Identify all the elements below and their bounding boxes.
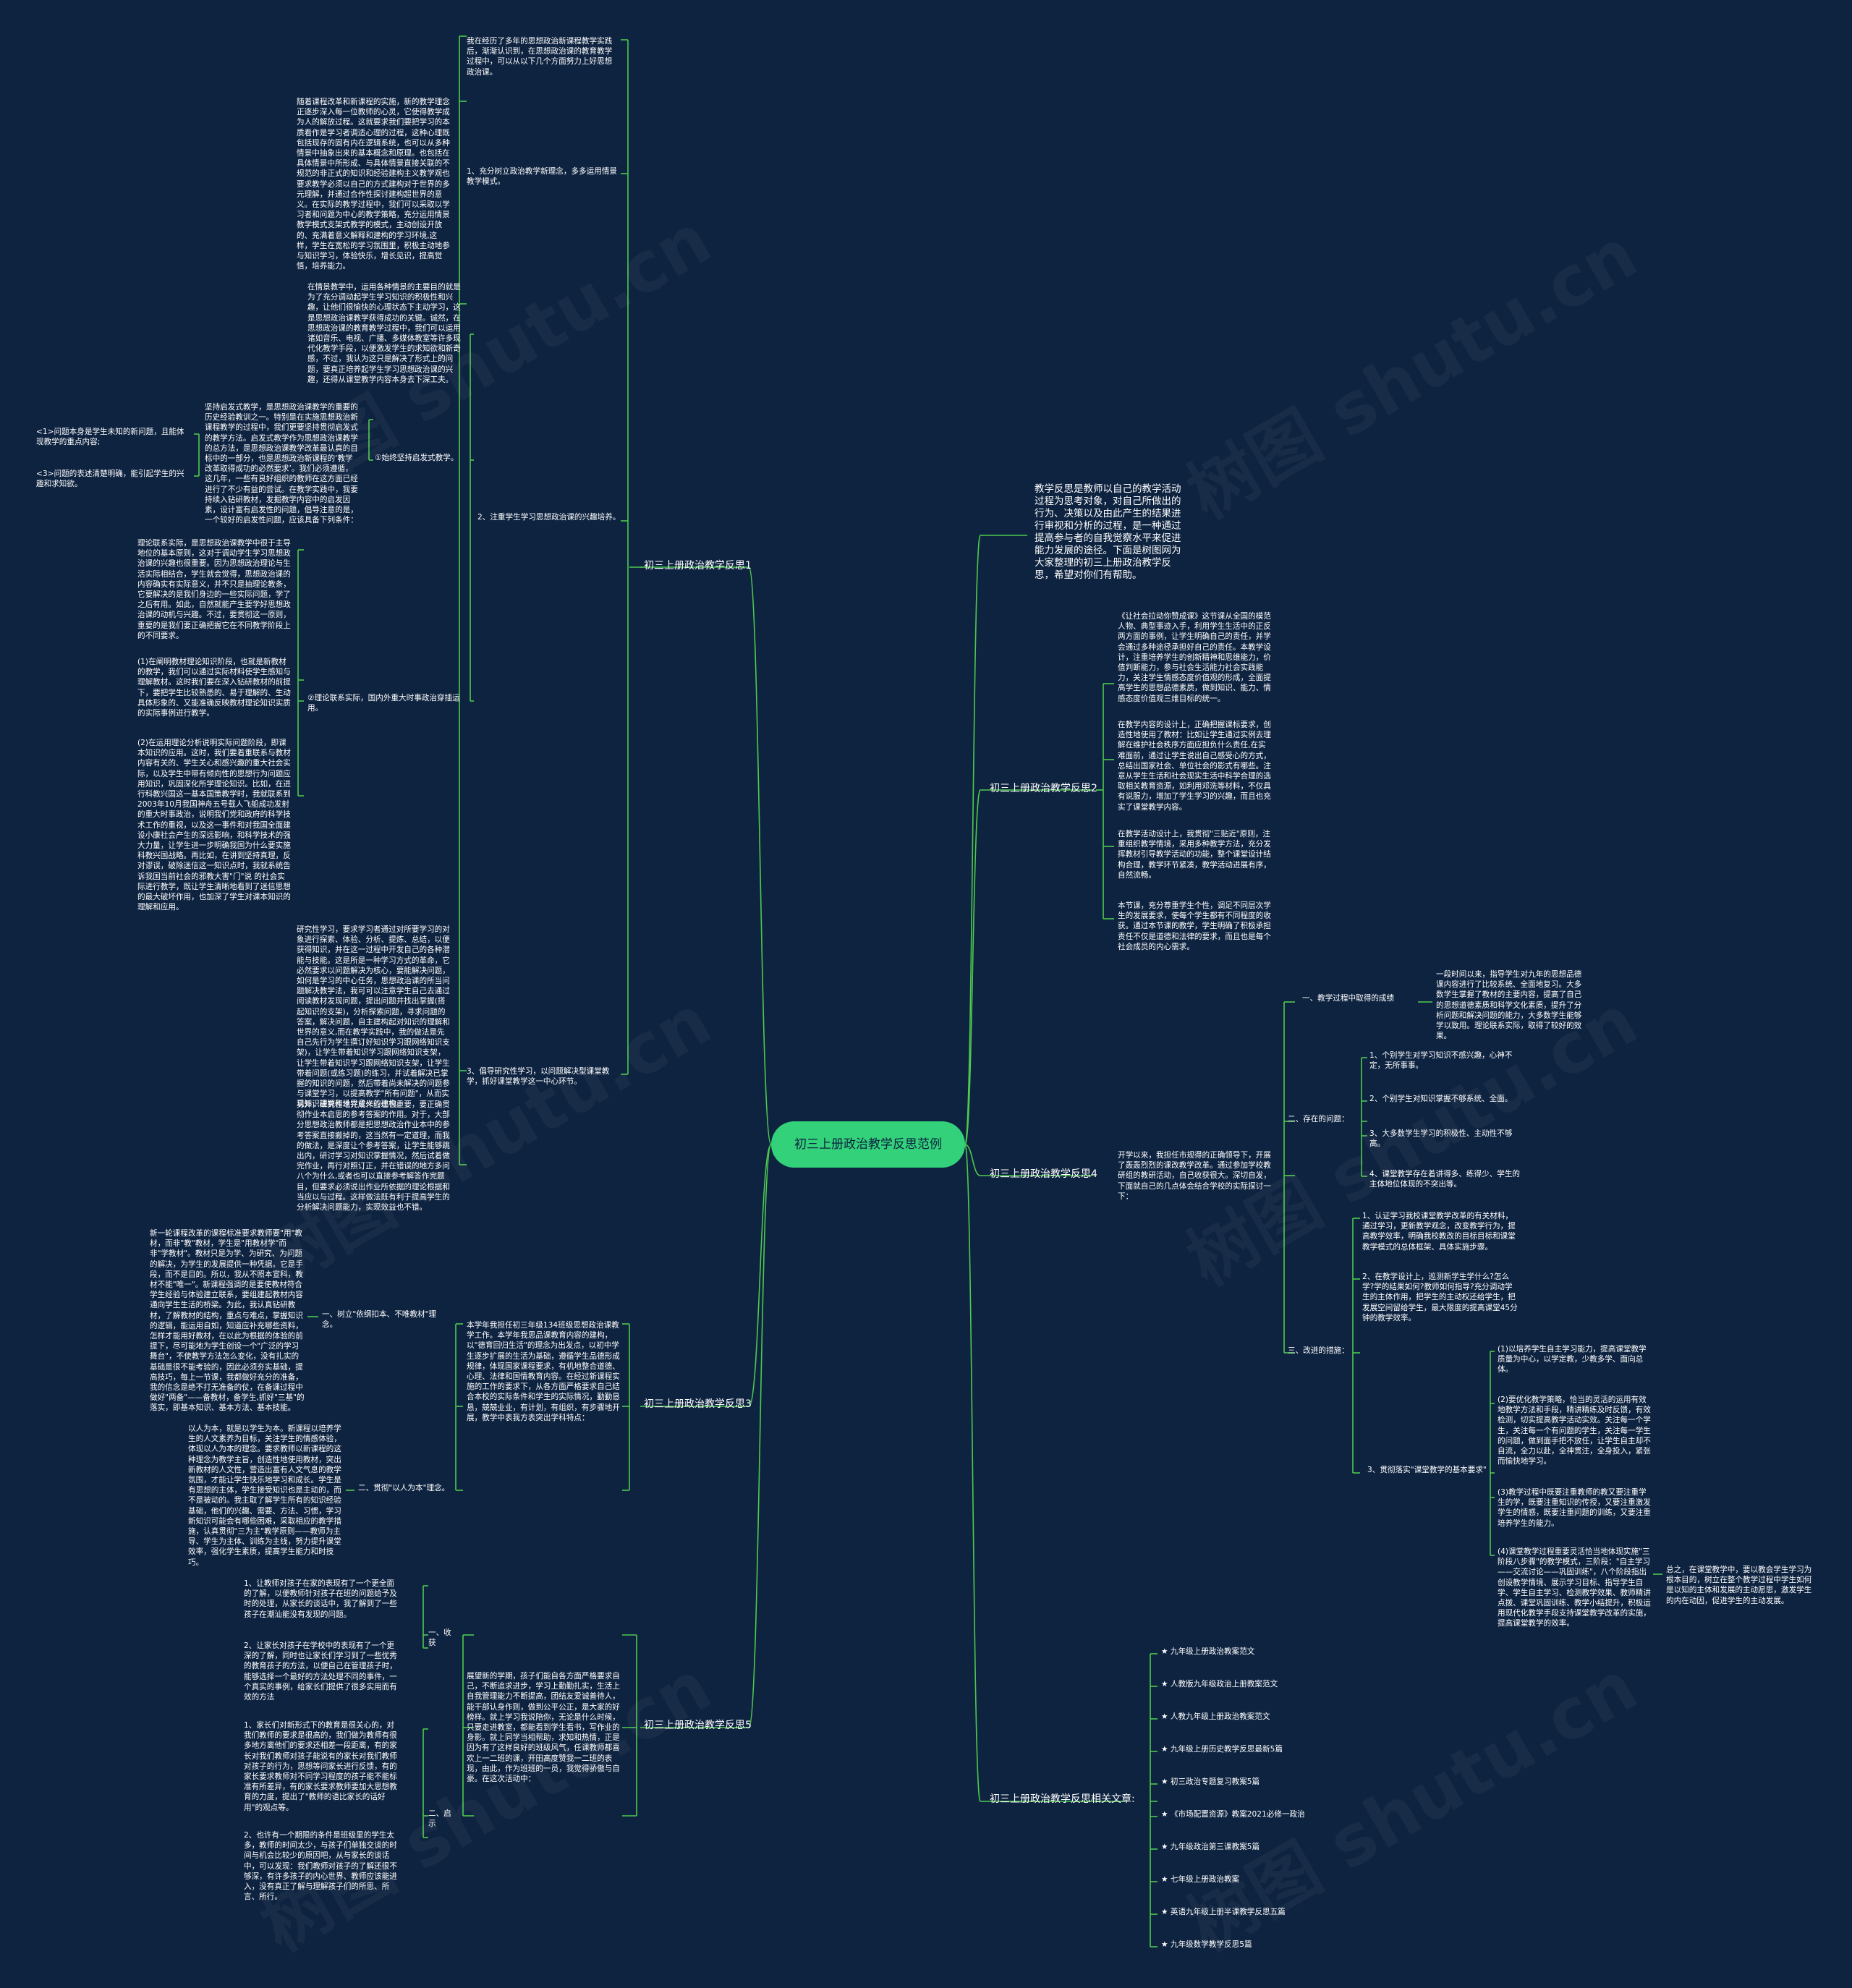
branch-1-q1-c2: <3>问题的表述清楚明确，能引起学生的兴趣和求知欲。	[36, 470, 184, 489]
branch-2-t2: 在教学内容的设计上，正确把握课标要求，创造性地使用了教材：比如让学生通过实例去理…	[1118, 721, 1271, 812]
branch-4-s2[interactable]: 二、存在的问题：	[1288, 1115, 1349, 1123]
branch-3[interactable]: 初三上册政治教学反思3	[644, 1398, 752, 1410]
branch-4-s3-3[interactable]: 3、贯彻落实"课堂教学的基本要求"	[1367, 1466, 1487, 1474]
branch-1[interactable]: 初三上册政治教学反思1	[644, 560, 752, 572]
branch-1-q2[interactable]: ②理论联系实际，国内外重大时事政治穿插运用。	[307, 694, 460, 713]
branch-4[interactable]: 初三上册政治教学反思4	[990, 1168, 1097, 1180]
branch-2[interactable]: 初三上册政治教学反思2	[990, 783, 1097, 794]
related-item: ★ 人教九年级上册政治教案范文	[1161, 1712, 1270, 1721]
list-item: (4)课堂教学过程重要灵活恰当地体现实施"三阶段八步骤"的教学模式，三阶段："自…	[1498, 1547, 1651, 1628]
branch-5-intro: 展望新的学期，孩子们能自各方面严格要求自己，不断追求进步，学习上勤勤扎实，生活上…	[467, 1672, 620, 1784]
branch-4-s1-text: 一段时间以来，指导学生对九年的思想品德课内容进行了比较系统、全面地复习。大多数学…	[1436, 970, 1582, 1041]
related-item: ★ 《市场配置资源》教案2021必修一政治	[1161, 1810, 1305, 1819]
list-item: (3)教学过程中既要注重教师的教又要注重学生的学，既要注重知识的传授，又要注重激…	[1498, 1488, 1651, 1528]
related-item: ★ 人教版九年级政治上册教案范文	[1161, 1680, 1278, 1688]
branch-1-s1[interactable]: 1、充分树立政治教学新理念，多多运用情景教学模式。	[467, 167, 618, 187]
related-item: ★ 初三政治专题复习教案5篇	[1161, 1777, 1260, 1786]
branch-1-s2[interactable]: 2、注重学生学习思想政治课的兴趣培养。	[477, 513, 621, 522]
branch-1-s2-text: 在情景教学中，运用各种情景的主要目的就是为了充分调动起学生学习知识的积极性和兴趣…	[307, 283, 461, 384]
list-item: 1、让教师对孩子在家的表现有了一个更全面的了解，以便教师针对孩子在班的问题给予及…	[244, 1579, 397, 1619]
list-item: 2、个别学生对知识掌握不够系统、全面。	[1369, 1095, 1513, 1103]
branch-2-t1: 《让社会拉动你赞成课》这节课从全国的模范人物、典型事迹入手，利用学生生活中的正反…	[1118, 612, 1271, 703]
branch-3-s2-text: 以人为本，就是以学生为本。新课程以培养学生的人文素养为目标，关注学生的情感体验，…	[188, 1424, 341, 1567]
branch-1-q2-t1: 理论联系实际，是思想政治课教学中很于主导地位的基本原则，这对于调动学生学习思想政…	[137, 539, 291, 640]
list-item: (2)要优化教学策略，恰当的灵活的运用有效地教学方法和手段，精讲精练及时反馈，有…	[1498, 1396, 1651, 1466]
branch-1-intro: 我在经历了多年的思想政治新课程教学实践后，渐渐认识到，在思想政治课的教育教学过程…	[467, 37, 613, 77]
intro-text: 教学反思是教师以自己的教学活动过程为思考对象，对自己所做出的行为、决策以及由此产…	[1035, 483, 1181, 581]
list-item: 4、课堂教学存在着讲得多、练得少、学生的主体地位体现的不突出等。	[1369, 1170, 1521, 1189]
branch-5-s1[interactable]: 一、收获	[428, 1628, 451, 1648]
branch-4-intro: 开学以来，我担任市规得的正确领导下，开展了轰轰烈烈的课改教学改革。通过参加学校教…	[1118, 1151, 1271, 1201]
list-item: 1、家长们对新形式下的教育是很关心的，对我们教师的要求是很高的，我们做为教师有很…	[244, 1721, 397, 1812]
branch-3-intro: 本学年我担任初三年级134班级思想政治课教学工作。本学年我思品课教育内容的建构，…	[467, 1321, 620, 1422]
related-item: ★ 九年级数学教学反思5篇	[1161, 1940, 1252, 1949]
branch-1-q1-c1: <1>问题本身是学生未知的新问题，且能体现教学的重点内容;	[36, 428, 184, 447]
list-item: (1)以培养学生自主学习能力，提高课堂教学质量为中心，以学定教，少教多学、面向总…	[1498, 1345, 1647, 1375]
list-item: 2、也许有一个期限的条件是班级里的学生太多，教师的时间太少，与孩子们单独交谈的时…	[244, 1831, 397, 1902]
branch-5-s2[interactable]: 二、启示	[428, 1809, 451, 1829]
related-item: ★ 英语九年级上册半课教学反思五篇	[1161, 1908, 1286, 1916]
branch-3-s1[interactable]: 一、树立"依纲扣本、不唯教材"理念。	[322, 1310, 437, 1330]
list-item: 2、在教学设计上，巡测新学生学什么?怎么学?学的结果如何?教师如何指导?充分调动…	[1362, 1273, 1518, 1322]
list-item: 2、让家长对孩子在学校中的表现有了一个更深的了解，同时也让家长们学习到了一些优秀…	[244, 1641, 397, 1702]
related-articles[interactable]: 初三上册政治教学反思相关文章:	[990, 1793, 1135, 1805]
list-item: 1、认证学习我校课堂教学改革的有关材料，通过学习，更新教学观念，改变教学行为，提…	[1362, 1212, 1516, 1252]
related-item: ★ 九年级上册历史教学反思最新5篇	[1161, 1745, 1283, 1754]
list-item: 3、大多数学生学习的积极性、主动性不够高。	[1369, 1129, 1513, 1149]
branch-1-q1[interactable]: ①始终坚持启发式教学。	[375, 454, 459, 462]
branch-5[interactable]: 初三上册政治教学反思5	[644, 1720, 752, 1731]
branch-1-s3[interactable]: 3、倡导研究性学习，以问题解决型课堂教学，抓好课堂教学这一中心环节。	[467, 1067, 610, 1087]
branch-1-q2-t3: (2)在运用理论分析说明实际问题阶段，即课本知识的应用。这时，我们要着重联系与教…	[137, 739, 291, 912]
branch-4-s1[interactable]: 一、教学过程中取得的成绩	[1302, 994, 1395, 1003]
branch-4-s3[interactable]: 三、改进的措施：	[1288, 1346, 1349, 1355]
branch-1-s3-t1: 研究性学习，要求学习者通过对所要学习的对象进行探索、体验、分析、提炼、总结，以便…	[297, 925, 450, 1109]
branch-3-s2[interactable]: 二、贯彻"以人为本"理念。	[358, 1484, 450, 1492]
branch-1-s1-text: 随着课程改革和新课程的实施，新的教学理念正逐步深入每一位教师的心灵，它使得教学成…	[297, 98, 450, 271]
related-item: ★ 九年级上册政治教案范文	[1161, 1647, 1255, 1656]
branch-3-s1-text: 新一轮课程改革的课程标准要求教师要"用"教材，而非"教"教材，学生是"用教材学"…	[150, 1229, 305, 1413]
root-topic[interactable]: 初三上册政治教学反思范例	[771, 1121, 965, 1168]
list-item: 1、个别学生对学习知识不感兴趣，心神不定，无所事事。	[1369, 1051, 1513, 1071]
related-item: ★ 九年级政治第三课教案5篇	[1161, 1843, 1260, 1851]
branch-4-summary: 总之，在课堂教学中，要以教会学生学习为根本目的，树立在整个教学过程中学生如何是以…	[1666, 1566, 1812, 1605]
branch-1-s3-t2: 另外，研究性地完成作业也很重要，要正确贯彻作业本启思的参考答案的作用。对于，大部…	[297, 1100, 450, 1212]
branch-2-t3: 在教学活动设计上，我贯彻"三贴近"原则，注重组织教学情境，采用多种教学方法，充分…	[1118, 830, 1271, 880]
branch-1-q2-t2: (1)在阐明教材理论知识阶段，也就是新教材的教学，我们可以通过实际材料使学生感知…	[137, 658, 291, 718]
related-item: ★ 七年级上册政治教案	[1161, 1875, 1240, 1884]
branch-2-t4: 本节课，充分尊重学生个性，调足不同层次学生的发展要求，使每个学生都有不同程度的收…	[1118, 901, 1271, 951]
branch-1-q1-text: 坚持启发式教学，是思想政治课教学的重要的历史经验教训之一。特别是在实施思想政治新…	[205, 403, 358, 525]
